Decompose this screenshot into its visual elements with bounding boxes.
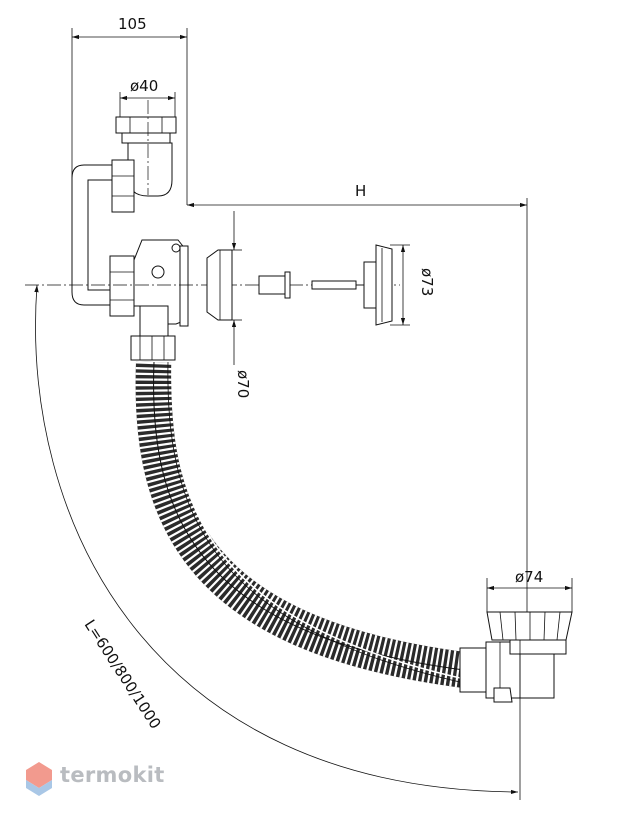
- dimension-dia-73: ø73: [390, 244, 436, 326]
- dimension-L-label: L=600/800/1000: [81, 616, 165, 732]
- dimension-dia-74: ø74: [486, 568, 573, 612]
- termokit-logo-icon: [26, 762, 52, 796]
- dimension-height-H: H: [187, 182, 528, 658]
- dimension-length-L: L=600/800/1000: [34, 284, 521, 800]
- corrugated-hose: [135, 361, 499, 691]
- overflow-screw: [258, 271, 291, 299]
- dimension-H-label: H: [355, 182, 366, 200]
- overflow-cap: [206, 249, 233, 321]
- drain-plug: [363, 244, 393, 326]
- siphon-body: [71, 100, 189, 361]
- dimension-73-label: ø73: [418, 268, 436, 296]
- dimension-dia-40: ø40: [119, 77, 176, 118]
- dimension-74-label: ø74: [515, 568, 543, 586]
- drain-outlet: [459, 611, 573, 703]
- dimension-70-label: ø70: [234, 370, 252, 398]
- dimension-105-label: 105: [118, 15, 147, 33]
- termokit-logo-text: termokit: [60, 763, 165, 787]
- dimension-40-label: ø40: [130, 77, 158, 95]
- push-rod: [311, 280, 366, 290]
